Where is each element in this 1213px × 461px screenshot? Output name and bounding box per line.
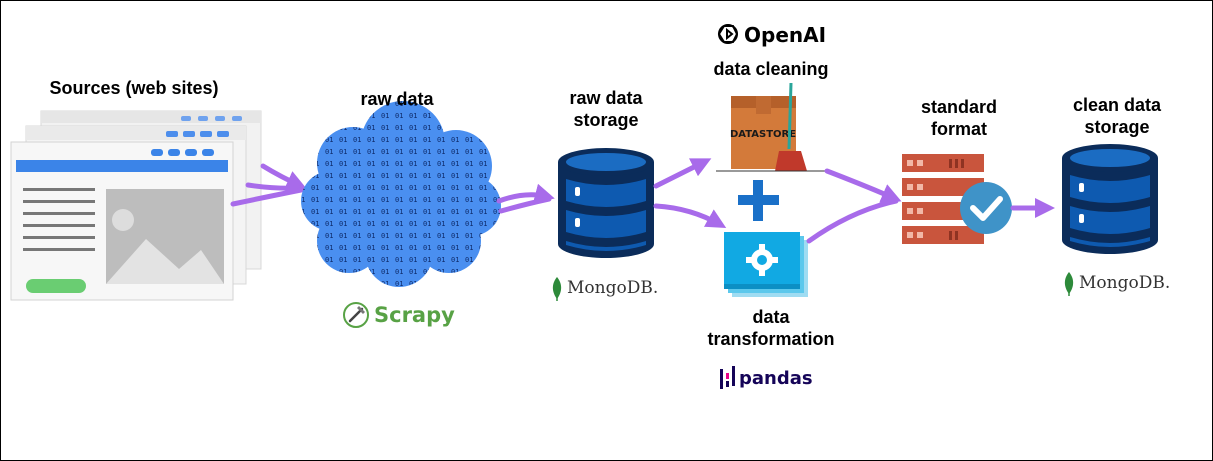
box-with-broom-icon: DATASTORE (716, 82, 826, 172)
server-checkmark-icon (902, 154, 1012, 244)
data-cleaning-label: data cleaning (713, 59, 829, 79)
gear-window-icon (724, 232, 808, 297)
arrow-cleaning-to-standard (824, 168, 902, 203)
raw-data-label: raw data (360, 89, 434, 109)
datastore-label: DATASTORE (730, 129, 796, 140)
mongodb-leaf-icon (552, 277, 562, 301)
scrapy-logo-text: Scrapy (374, 303, 455, 327)
binary-cloud-icon (301, 101, 501, 287)
arrow-cloud-to-raw-storage (496, 183, 555, 214)
clean-storage-label-line2: storage (1084, 117, 1150, 137)
arrow-transformation-to-standard (806, 198, 899, 244)
mongodb-logo-text: MongoDB. (1079, 273, 1171, 293)
openai-logo-text: OpenAI (744, 23, 827, 47)
database-cylinder-icon (558, 148, 654, 258)
arrow-raw-storage-to-cleaning (653, 158, 712, 189)
standard-format-label: standard format (894, 96, 1024, 140)
sources-label: Sources (web sites) (49, 78, 219, 98)
standard-format-label-line2: format (930, 119, 987, 139)
standard-format-label-line1: standard (920, 97, 998, 117)
mongodb-logo-text: MongoDB. (567, 278, 659, 298)
plus-icon (738, 180, 779, 221)
clean-storage-label-line1: clean data (1072, 95, 1162, 115)
mongodb-leaf-icon (1064, 272, 1074, 296)
data-transformation-label-line2: transformation (707, 329, 835, 349)
raw-storage-label-line1: raw data (569, 88, 643, 108)
raw-storage-label: raw data storage (541, 87, 671, 131)
arrow-sources-to-cloud (230, 163, 307, 207)
arrow-raw-storage-to-transformation (653, 203, 727, 228)
scrapy-logo-icon (343, 302, 369, 328)
openai-logo-icon (717, 24, 738, 44)
raw-storage-label-line2: storage (573, 110, 639, 130)
pandas-logo-icon (720, 366, 735, 389)
data-transformation-label-line1: data (752, 307, 790, 327)
clean-storage-label: clean data storage (1047, 94, 1187, 138)
browser-windows-icon (10, 110, 262, 301)
pandas-logo-text: pandas (739, 368, 813, 389)
data-transformation-label: data transformation (681, 306, 861, 350)
database-cylinder-icon (1062, 144, 1158, 254)
